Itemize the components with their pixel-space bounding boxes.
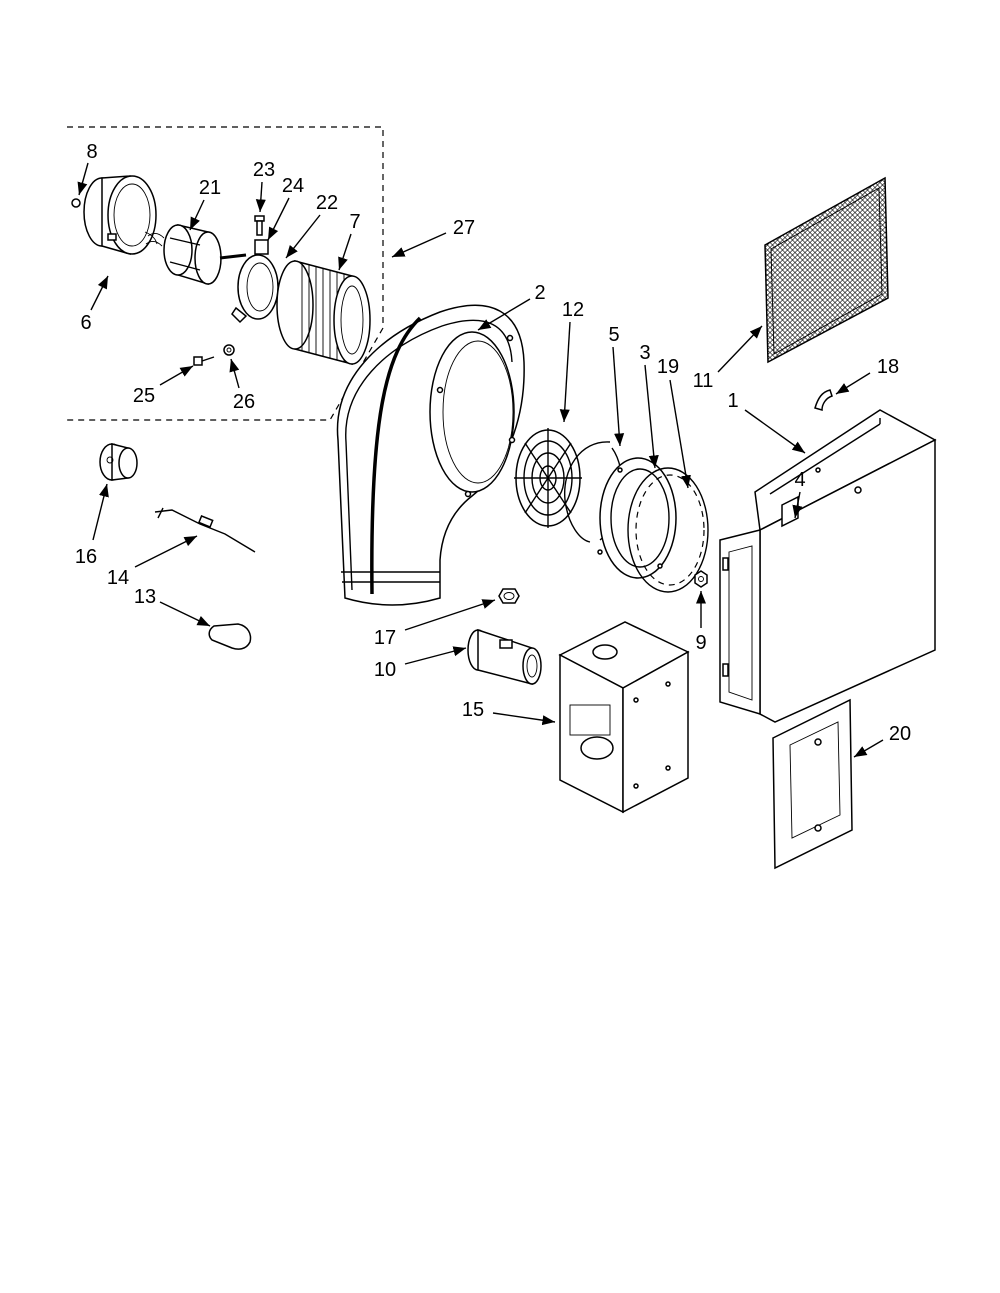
part-9-screw bbox=[694, 570, 708, 588]
leader-17 bbox=[404, 599, 496, 631]
leader-10 bbox=[404, 646, 467, 665]
callout-7: 7 bbox=[349, 211, 360, 233]
part-23-screw bbox=[254, 215, 265, 236]
callout-17: 17 bbox=[374, 627, 396, 649]
leader-14 bbox=[134, 535, 198, 568]
part-8-screw bbox=[71, 198, 81, 208]
part-11-filter bbox=[764, 176, 889, 364]
part-15-junction-box bbox=[558, 621, 690, 814]
leader-lines bbox=[77, 162, 884, 758]
part-17-nut bbox=[498, 588, 520, 604]
callout-1: 1 bbox=[727, 390, 738, 412]
leader-3 bbox=[644, 364, 659, 469]
callout-15: 15 bbox=[462, 699, 484, 721]
leader-27 bbox=[391, 232, 447, 258]
leader-4 bbox=[792, 491, 803, 519]
leader-20 bbox=[853, 739, 884, 758]
callout-16: 16 bbox=[75, 546, 97, 568]
leader-21 bbox=[189, 199, 205, 231]
leader-18 bbox=[835, 372, 871, 395]
callout-27: 27 bbox=[453, 217, 475, 239]
part-2-blower-housing bbox=[336, 304, 525, 606]
subassembly-dashed-outline bbox=[67, 126, 384, 421]
callout-labels: 8 21 23 24 22 7 27 6 25 26 2 12 5 3 19 1… bbox=[75, 141, 911, 745]
part-26-nut bbox=[223, 344, 235, 356]
callout-21: 21 bbox=[199, 177, 221, 199]
part-18-clip bbox=[814, 389, 833, 411]
leader-25 bbox=[159, 365, 194, 386]
part-21-motor bbox=[145, 224, 247, 286]
callout-3: 3 bbox=[639, 342, 650, 364]
callout-6: 6 bbox=[80, 312, 91, 334]
callout-14: 14 bbox=[107, 567, 129, 589]
part-3-ring bbox=[597, 457, 677, 579]
callout-2: 2 bbox=[534, 282, 545, 304]
leader-5 bbox=[612, 346, 625, 447]
part-12-grille bbox=[514, 428, 582, 528]
callout-24: 24 bbox=[282, 175, 304, 197]
callout-12: 12 bbox=[562, 299, 584, 321]
leader-1 bbox=[744, 409, 806, 454]
callout-5: 5 bbox=[608, 324, 619, 346]
leader-22 bbox=[285, 214, 321, 259]
leader-26 bbox=[229, 358, 240, 389]
leader-7 bbox=[338, 233, 352, 271]
callout-18: 18 bbox=[877, 356, 899, 378]
callout-11: 11 bbox=[693, 370, 714, 392]
callout-25: 25 bbox=[133, 385, 155, 407]
callout-8: 8 bbox=[86, 141, 97, 163]
leader-19 bbox=[669, 379, 691, 489]
part-6-motor-mount bbox=[83, 175, 158, 255]
leader-16 bbox=[92, 483, 109, 541]
leader-13 bbox=[159, 601, 211, 627]
callout-9: 9 bbox=[695, 632, 706, 654]
callout-13: 13 bbox=[134, 586, 156, 608]
leader-2 bbox=[477, 298, 531, 331]
part-20-cover-plate bbox=[772, 698, 853, 870]
part-19-seal bbox=[627, 467, 709, 593]
leader-15 bbox=[492, 712, 556, 726]
leader-6 bbox=[90, 275, 109, 311]
callout-4: 4 bbox=[794, 469, 805, 491]
callout-26: 26 bbox=[233, 391, 255, 413]
part-1-housing-box bbox=[719, 409, 937, 723]
callout-20: 20 bbox=[889, 723, 911, 745]
part-13-wire-nut bbox=[208, 623, 252, 650]
part-7-blower-wheel bbox=[276, 260, 371, 365]
part-25-screw bbox=[193, 356, 215, 366]
part-10-cable-connector bbox=[467, 628, 542, 685]
part-22-bracket bbox=[231, 239, 279, 324]
part-16-connector bbox=[99, 443, 138, 481]
callout-10: 10 bbox=[374, 659, 396, 681]
part-14-wire-lead bbox=[154, 507, 256, 553]
callout-19: 19 bbox=[657, 356, 679, 378]
part-4-tab bbox=[781, 495, 799, 528]
callout-23: 23 bbox=[253, 159, 275, 181]
leader-24 bbox=[267, 197, 290, 241]
callout-22: 22 bbox=[316, 192, 338, 214]
leader-11 bbox=[717, 325, 763, 373]
leader-23 bbox=[255, 181, 266, 213]
leader-12 bbox=[559, 321, 571, 423]
leader-8 bbox=[77, 162, 89, 196]
